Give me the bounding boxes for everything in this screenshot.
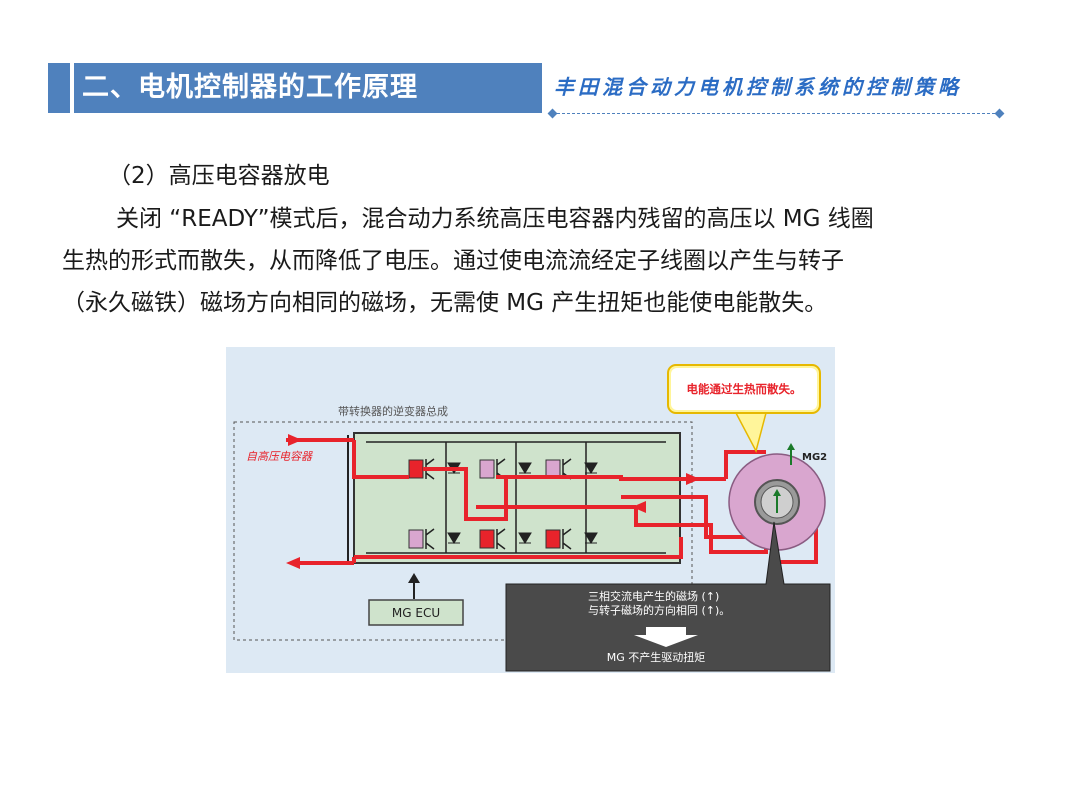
underline-dot-left [547,108,558,119]
igbt-switch-lower-w [545,528,598,550]
inflow-arrowhead [288,434,302,446]
mg2-label: MG2 [802,452,827,463]
mg-ecu-box [368,599,464,626]
igbt-switch-lower-v [479,528,532,550]
inverter-assembly-outline [233,421,693,641]
paragraph-line-1: 关闭 “READY”模式后，混合动力系统高压电容器内残留的高压以 MG 线圈 [116,206,874,232]
slide-subtitle: 丰田混合动力电机控制系统的控制策略 [554,75,962,99]
subtitle-underline [552,113,1000,114]
subsection-heading: （2）高压电容器放电 [108,163,330,189]
info-line-1: 三相交流电产生的磁场 (↑) [588,589,719,603]
callout-text: 电能通过生热而散失。 [687,382,802,396]
result-arrow [634,627,698,647]
outflow-arrowhead [286,557,300,569]
paragraph-line-3: （永久磁铁）磁场方向相同的磁场，无需使 MG 产生扭矩也能使电能散失。 [62,290,828,316]
inverter-label: 带转换器的逆变器总成 [338,404,448,418]
capacitor-discharge-diagram: 带转换器的逆变器总成 [226,347,835,673]
section-title: 二、电机控制器的工作原理 [82,72,418,103]
current-flow-paths [286,438,818,565]
igbt-switch-lower-u [408,528,461,550]
underline-dot-right [994,108,1005,119]
section-header-bar [48,63,542,113]
info-line-2: 与转子磁场的方向相同 (↑)。 [588,603,730,617]
info-box [505,521,831,672]
from-capacitor-label: 自高压电容器 [246,450,313,463]
mg-ecu-label: MG ECU [392,606,440,620]
info-result: MG 不产生驱动扭矩 [607,650,706,664]
paragraph-line-2: 生热的形式而散失，从而降低了电压。通过使电流流经定子线圈以产生与转子 [62,248,844,274]
section-header-accent [48,63,74,113]
